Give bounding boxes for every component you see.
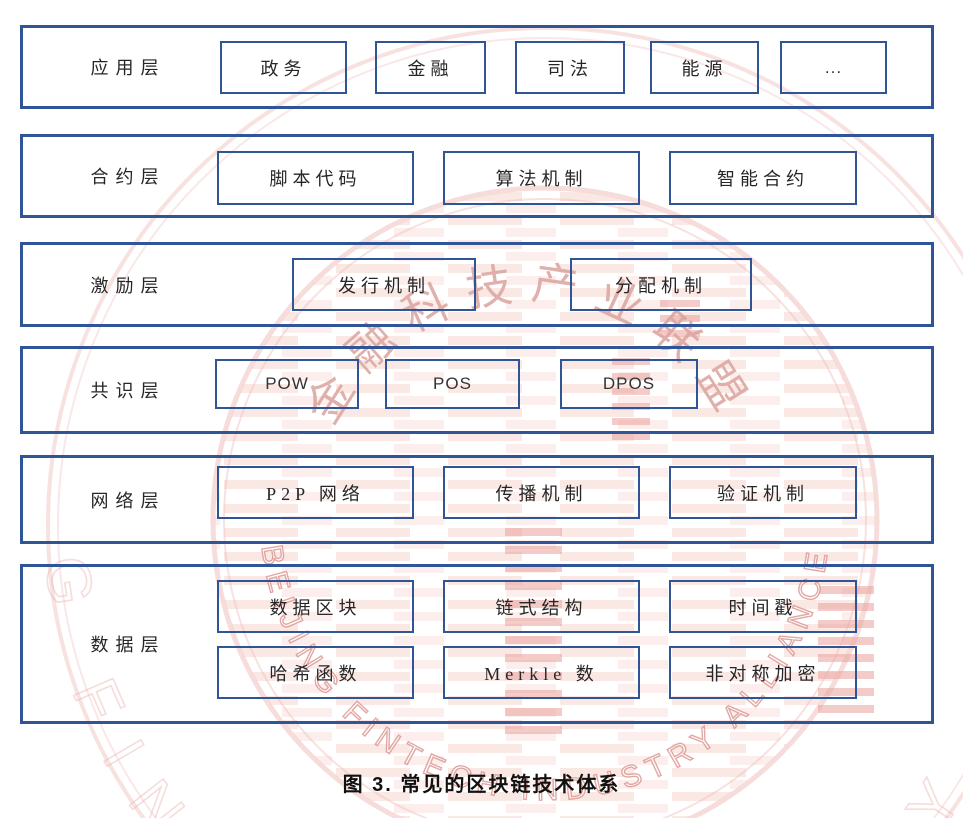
box-dpos: DPOS xyxy=(560,359,698,409)
layer-label-incentive: 激励层 xyxy=(90,275,166,296)
box-propagation-mechanism: 传播机制 xyxy=(443,466,640,519)
box-justice: 司法 xyxy=(515,41,625,94)
box-finance: 金融 xyxy=(375,41,486,94)
box-distribution-mechanism: 分配机制 xyxy=(570,258,752,311)
layer-contract: 合约层 脚本代码 算法机制 智能合约 xyxy=(20,134,934,218)
box-verification-mechanism: 验证机制 xyxy=(669,466,857,519)
layer-application: 应用层 政务 金融 司法 能源 ... xyxy=(20,25,934,109)
box-pos: POS xyxy=(385,359,520,409)
box-merkle-tree: Merkle 数 xyxy=(443,646,640,699)
layer-consensus: 共识层 POW POS DPOS xyxy=(20,346,934,434)
layer-network: 网络层 P2P 网络 传播机制 验证机制 xyxy=(20,455,934,544)
layer-label-network: 网络层 xyxy=(90,490,166,511)
layer-data: 数据层 数据区块 链式结构 时间戳 哈希函数 Merkle 数 非对称加密 xyxy=(20,564,934,724)
box-script-code: 脚本代码 xyxy=(217,151,414,205)
box-pow: POW xyxy=(215,359,359,409)
figure-caption: 图 3. 常见的区块链技术体系 xyxy=(342,774,621,796)
layer-incentive: 激励层 发行机制 分配机制 xyxy=(20,242,934,327)
box-issuance-mechanism: 发行机制 xyxy=(292,258,476,311)
box-p2p-network: P2P 网络 xyxy=(217,466,414,519)
layer-label-data: 数据层 xyxy=(90,635,166,655)
box-gov: 政务 xyxy=(220,41,347,94)
layer-label-contract: 合约层 xyxy=(90,167,166,187)
box-more: ... xyxy=(780,41,887,94)
layer-label-consensus: 共识层 xyxy=(90,381,166,401)
box-data-block: 数据区块 xyxy=(217,580,414,633)
box-timestamp: 时间戳 xyxy=(669,580,857,633)
box-smart-contract: 智能合约 xyxy=(669,151,857,205)
box-algorithm-mechanism: 算法机制 xyxy=(443,151,640,205)
box-asymmetric-encryption: 非对称加密 xyxy=(669,646,857,699)
box-chain-structure: 链式结构 xyxy=(443,580,640,633)
layer-label-application: 应用层 xyxy=(90,58,166,78)
box-hash-function: 哈希函数 xyxy=(217,646,414,699)
box-energy: 能源 xyxy=(650,41,759,94)
